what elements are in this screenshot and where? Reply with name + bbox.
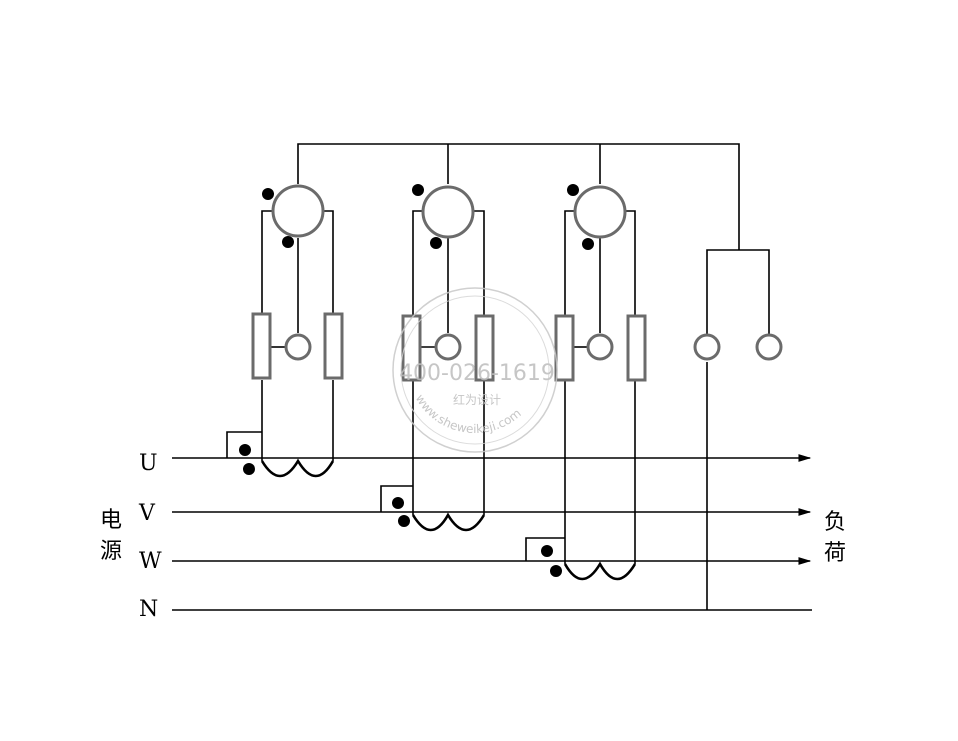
current-terminal-v-right (474, 314, 495, 382)
current-terminal-u-right (323, 312, 344, 380)
polarity-dot-u-1 (262, 188, 274, 200)
neutral-terminal-right (755, 333, 783, 361)
polarity-dot-w-4 (550, 565, 562, 577)
polarity-dot-w-2 (582, 238, 594, 250)
current-terminal-w-left (554, 314, 575, 382)
meter-element-w (525, 184, 647, 581)
polarity-dot-v-3 (392, 497, 404, 509)
load-label-1: 负 (824, 510, 846, 535)
label-u: U (139, 451, 158, 476)
voltage-terminal-w (586, 333, 614, 361)
load-label-2: 荷 (824, 541, 846, 566)
voltage-coil-w (573, 185, 627, 239)
current-coil-v (411, 512, 486, 532)
voltage-bus (297, 143, 770, 610)
source-label-1: 电 (100, 508, 122, 533)
meter-element-v (380, 184, 495, 532)
voltage-terminal-u (284, 333, 312, 361)
polarity-dot-v-4 (398, 515, 410, 527)
power-lines (172, 454, 812, 611)
polarity-dot-v-2 (430, 237, 442, 249)
polarity-dot-v-1 (412, 184, 424, 196)
watermark-text: 红为设计 (453, 392, 501, 407)
label-n: N (139, 597, 158, 622)
polarity-dot-u-4 (243, 463, 255, 475)
source-label-2: 源 (100, 539, 122, 564)
polarity-dot-w-1 (567, 184, 579, 196)
current-terminal-v-left (401, 314, 422, 382)
label-w: W (139, 549, 162, 574)
voltage-coil-v (421, 185, 475, 239)
current-terminal-w-right (626, 314, 647, 382)
polarity-dot-u-2 (282, 236, 294, 248)
polarity-dot-w-3 (541, 545, 553, 557)
voltage-terminal-v (434, 333, 462, 361)
meter-element-u (226, 184, 344, 478)
label-v: V (138, 501, 156, 526)
polarity-dot-u-3 (239, 444, 251, 456)
watermark-phone: 400-026-1619 (399, 361, 555, 386)
neutral-terminal-left (693, 333, 721, 361)
watermark: www.sheweikeji.com 400-026-1619 红为设计 (392, 287, 558, 453)
current-coil-u (260, 458, 335, 478)
current-coil-w (563, 561, 637, 581)
voltage-coil-u (271, 184, 325, 238)
current-terminal-u-left (251, 312, 272, 380)
